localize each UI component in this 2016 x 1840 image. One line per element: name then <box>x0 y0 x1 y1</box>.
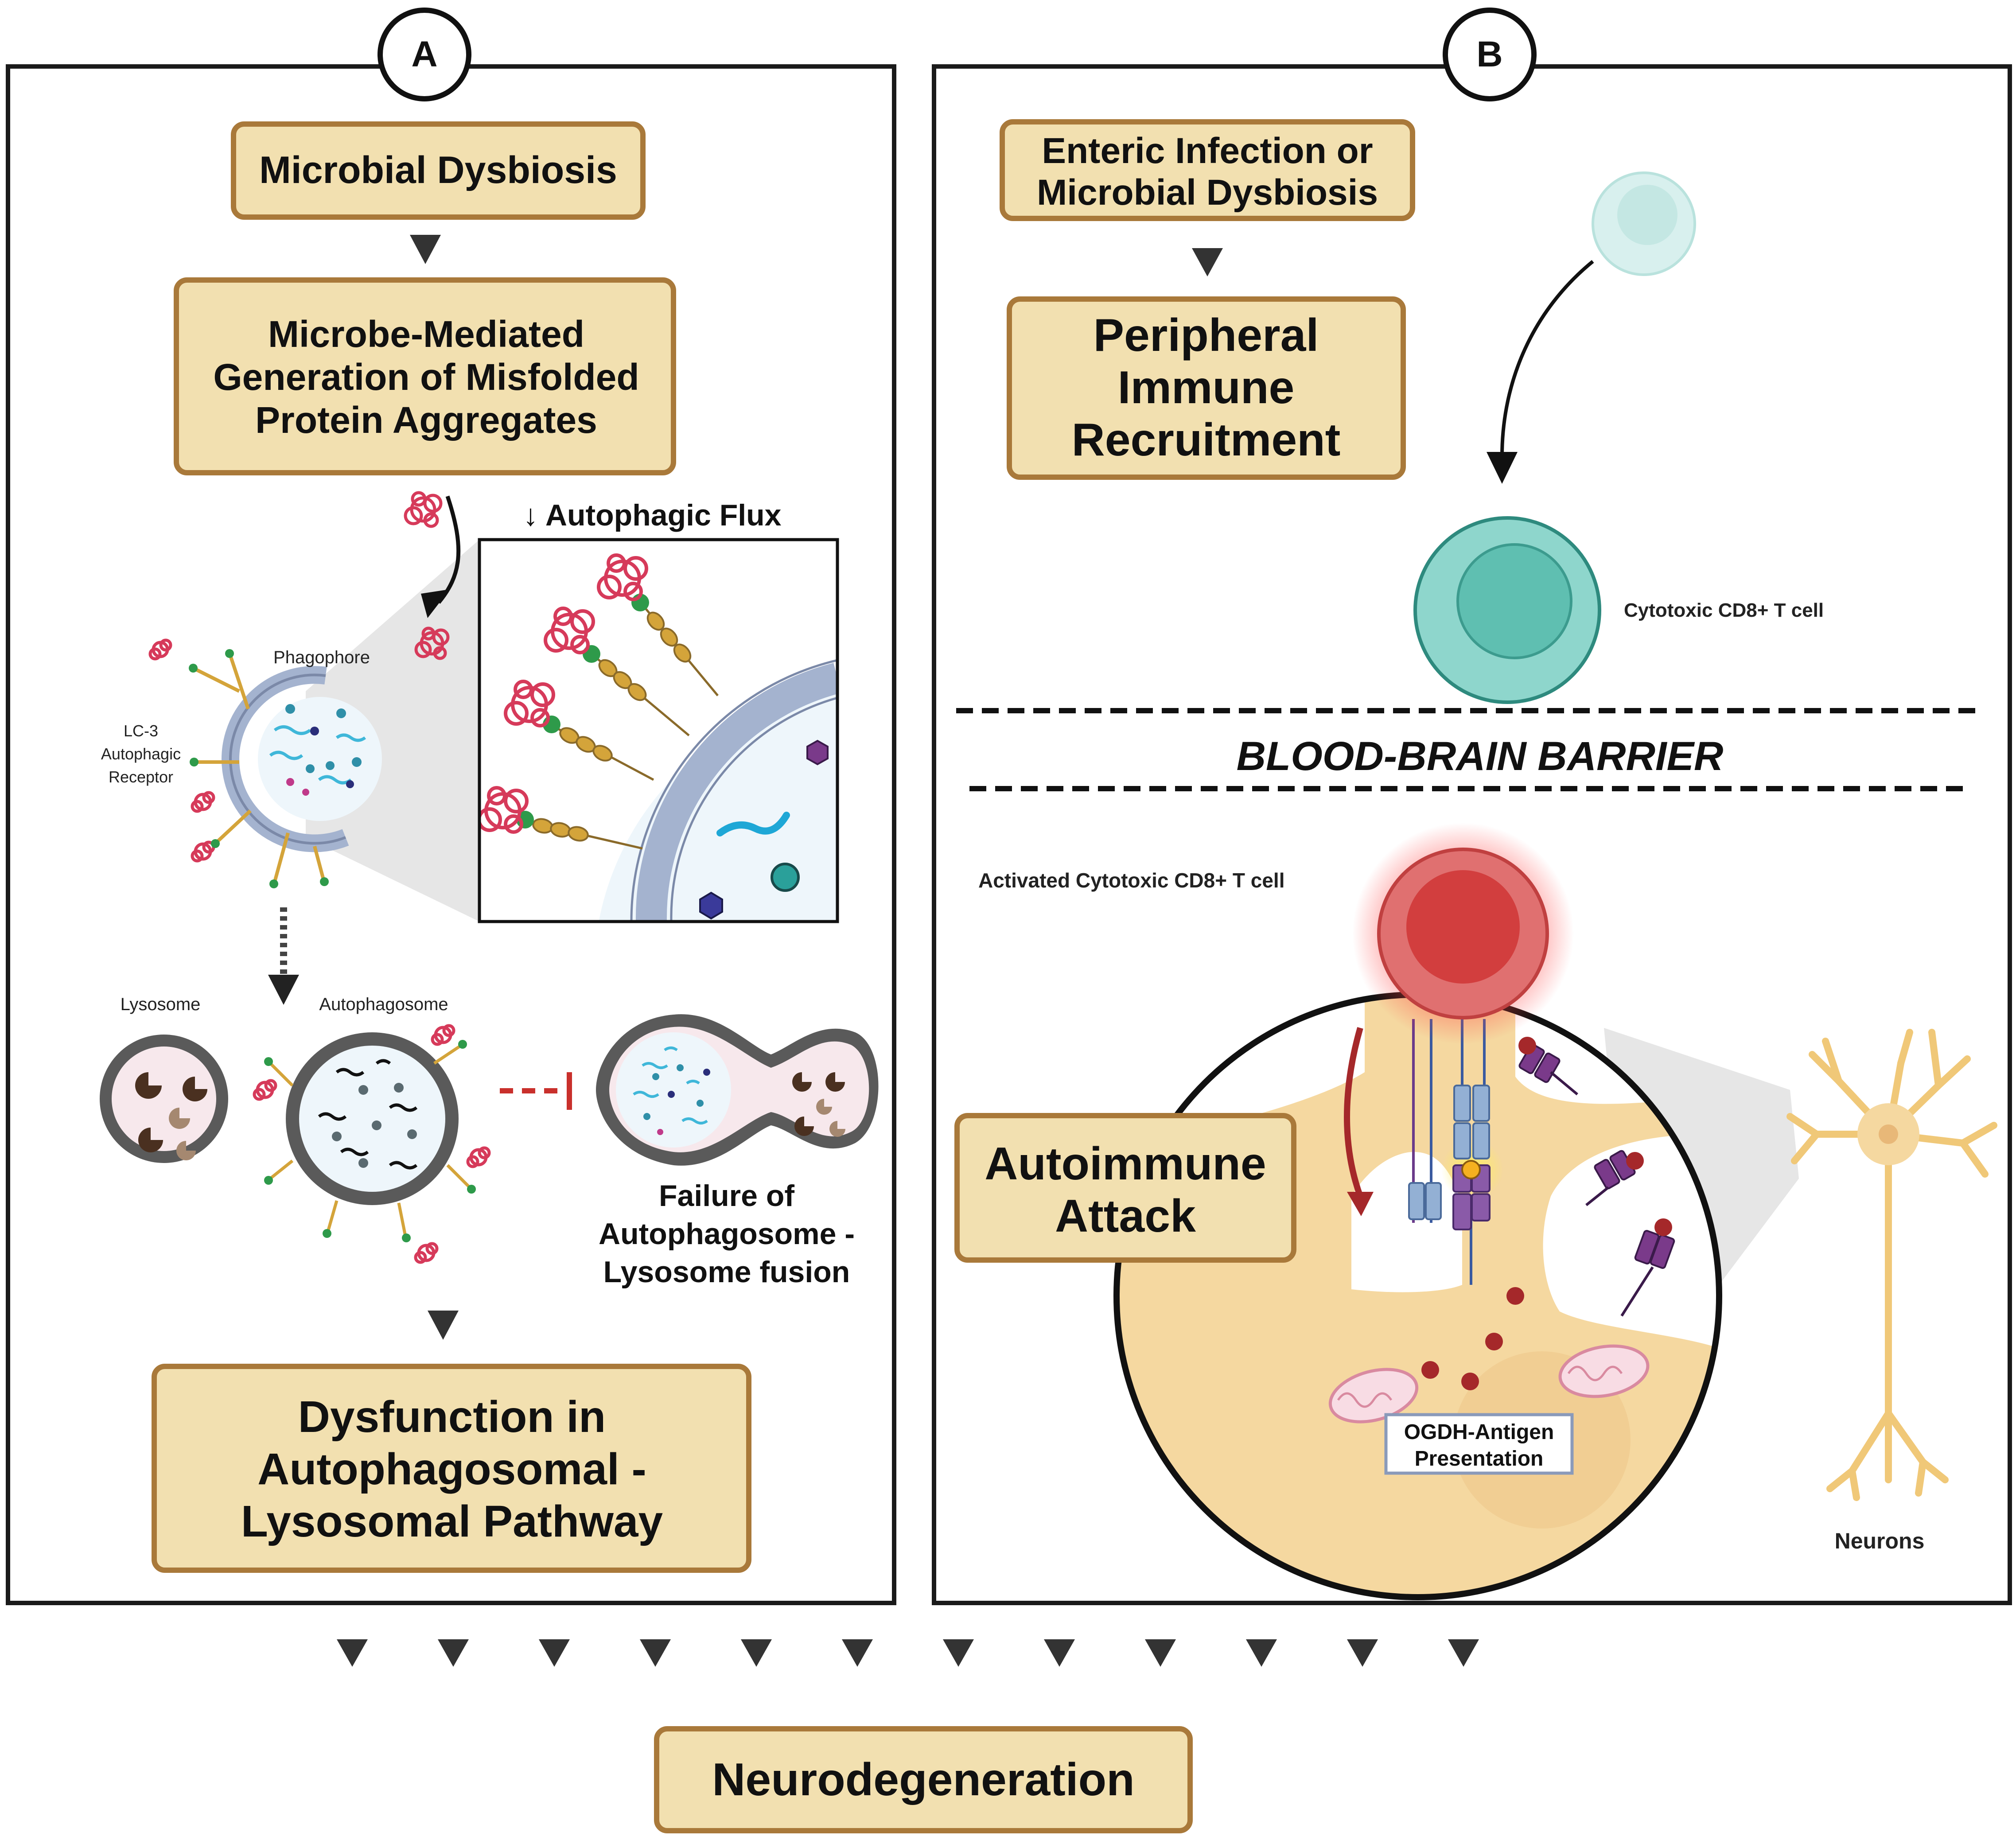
box-dysfunction-line3: Lysosomal Pathway <box>241 1497 663 1546</box>
curved-arrow-aggregate-head <box>421 589 450 618</box>
lysosome <box>100 1035 228 1163</box>
lysosome-label: Lysosome <box>121 995 201 1014</box>
neuron-icon <box>1786 1029 1997 1501</box>
box-autoimmune-line1: Autoimmune <box>985 1138 1266 1190</box>
autophagic-flux-label: ↓ Autophagic Flux <box>523 498 781 532</box>
flux-inset-frame <box>478 538 839 923</box>
box-dysfunction-line2: Autophagosomal - <box>257 1444 646 1494</box>
panel-b: B Enteric Infection or Microbial Dysbios… <box>932 8 2012 1605</box>
box-microbial-dysbiosis <box>231 121 646 220</box>
panel-a-badge-circle <box>378 8 471 101</box>
failed-fusion-vesicle <box>596 1014 879 1166</box>
box-enteric-infection <box>1000 119 1415 221</box>
failure-line1: Failure of <box>659 1179 794 1213</box>
antigen-line2: Presentation <box>1415 1447 1544 1470</box>
down-arrow-a2 <box>428 1311 459 1340</box>
box-neurodegeneration <box>654 1726 1193 1833</box>
panel-a-badge: A <box>411 34 437 74</box>
down-arrow-b1 <box>1192 248 1223 276</box>
receptor-label-2: Autophagic <box>101 745 181 763</box>
phagophore <box>189 649 382 888</box>
down-arrow-a1 <box>410 235 441 264</box>
box-enteric-line1: Enteric Infection or <box>1042 131 1373 171</box>
neuron-nucleus <box>1879 1124 1898 1144</box>
tcell-label: Cytotoxic CD8+ T cell <box>1624 599 1824 621</box>
antigen-label-box <box>1384 1413 1574 1475</box>
neurodegeneration-label: Neurodegeneration <box>712 1754 1134 1805</box>
antigen-line1: OGDH-Antigen <box>1404 1420 1554 1444</box>
phagophore-label: Phagophore <box>273 648 370 667</box>
box-misfolded-line3: Protein Aggregates <box>255 399 597 441</box>
box-peripheral-line2: Immune <box>1118 362 1295 413</box>
box-microbial-dysbiosis-label: Microbial Dysbiosis <box>259 149 617 191</box>
box-peripheral-immune <box>1007 296 1406 480</box>
box-misfolded-line2: Generation of Misfolded <box>213 356 639 398</box>
autophagosome-label: Autophagosome <box>319 995 448 1014</box>
curved-arrow-tcell <box>1500 260 1594 457</box>
failure-line3: Lysosome fusion <box>603 1255 850 1289</box>
panel-b-badge: B <box>1476 34 1502 74</box>
flux-inset <box>479 540 837 922</box>
box-misfolded-line1: Microbe-Mediated <box>268 313 584 355</box>
panel-b-badge-circle <box>1443 8 1537 101</box>
box-autoimmune-line2: Attack <box>1055 1190 1196 1242</box>
box-peripheral-line3: Recruitment <box>1072 414 1341 466</box>
tcell-circulating-icon <box>1592 171 1696 276</box>
receptor-label-1: LC-3 <box>124 722 158 740</box>
panel-a: A Microbial Dysbiosis Microbe-Mediated G… <box>6 8 896 1605</box>
failure-line2: Autophagosome - <box>599 1217 855 1251</box>
tcell-cytotoxic-icon <box>1413 516 1601 704</box>
tcell-activated-icon <box>1352 823 1574 1044</box>
curved-arrow-tcell-head <box>1487 452 1518 484</box>
protein-aggregate-icon <box>148 491 491 1264</box>
box-peripheral-line1: Peripheral <box>1094 310 1319 361</box>
autophagosome <box>264 1032 476 1242</box>
box-autoimmune-attack <box>954 1113 1296 1263</box>
bbb-label: BLOOD-BRAIN BARRIER <box>1237 734 1724 779</box>
neurons-label: Neurons <box>1835 1529 1925 1553</box>
activated-tcell-label: Activated Cytotoxic CD8+ T cell <box>978 869 1284 892</box>
receptor-label-3: Receptor <box>109 768 173 786</box>
box-misfolded-protein <box>174 277 676 475</box>
box-dysfunction-line1: Dysfunction in <box>298 1392 606 1442</box>
box-dysfunction <box>152 1364 751 1573</box>
dotted-arrow-a-head <box>268 975 299 1005</box>
box-enteric-line2: Microbial Dysbiosis <box>1037 172 1378 213</box>
bottom-arrows <box>337 1639 1479 1667</box>
